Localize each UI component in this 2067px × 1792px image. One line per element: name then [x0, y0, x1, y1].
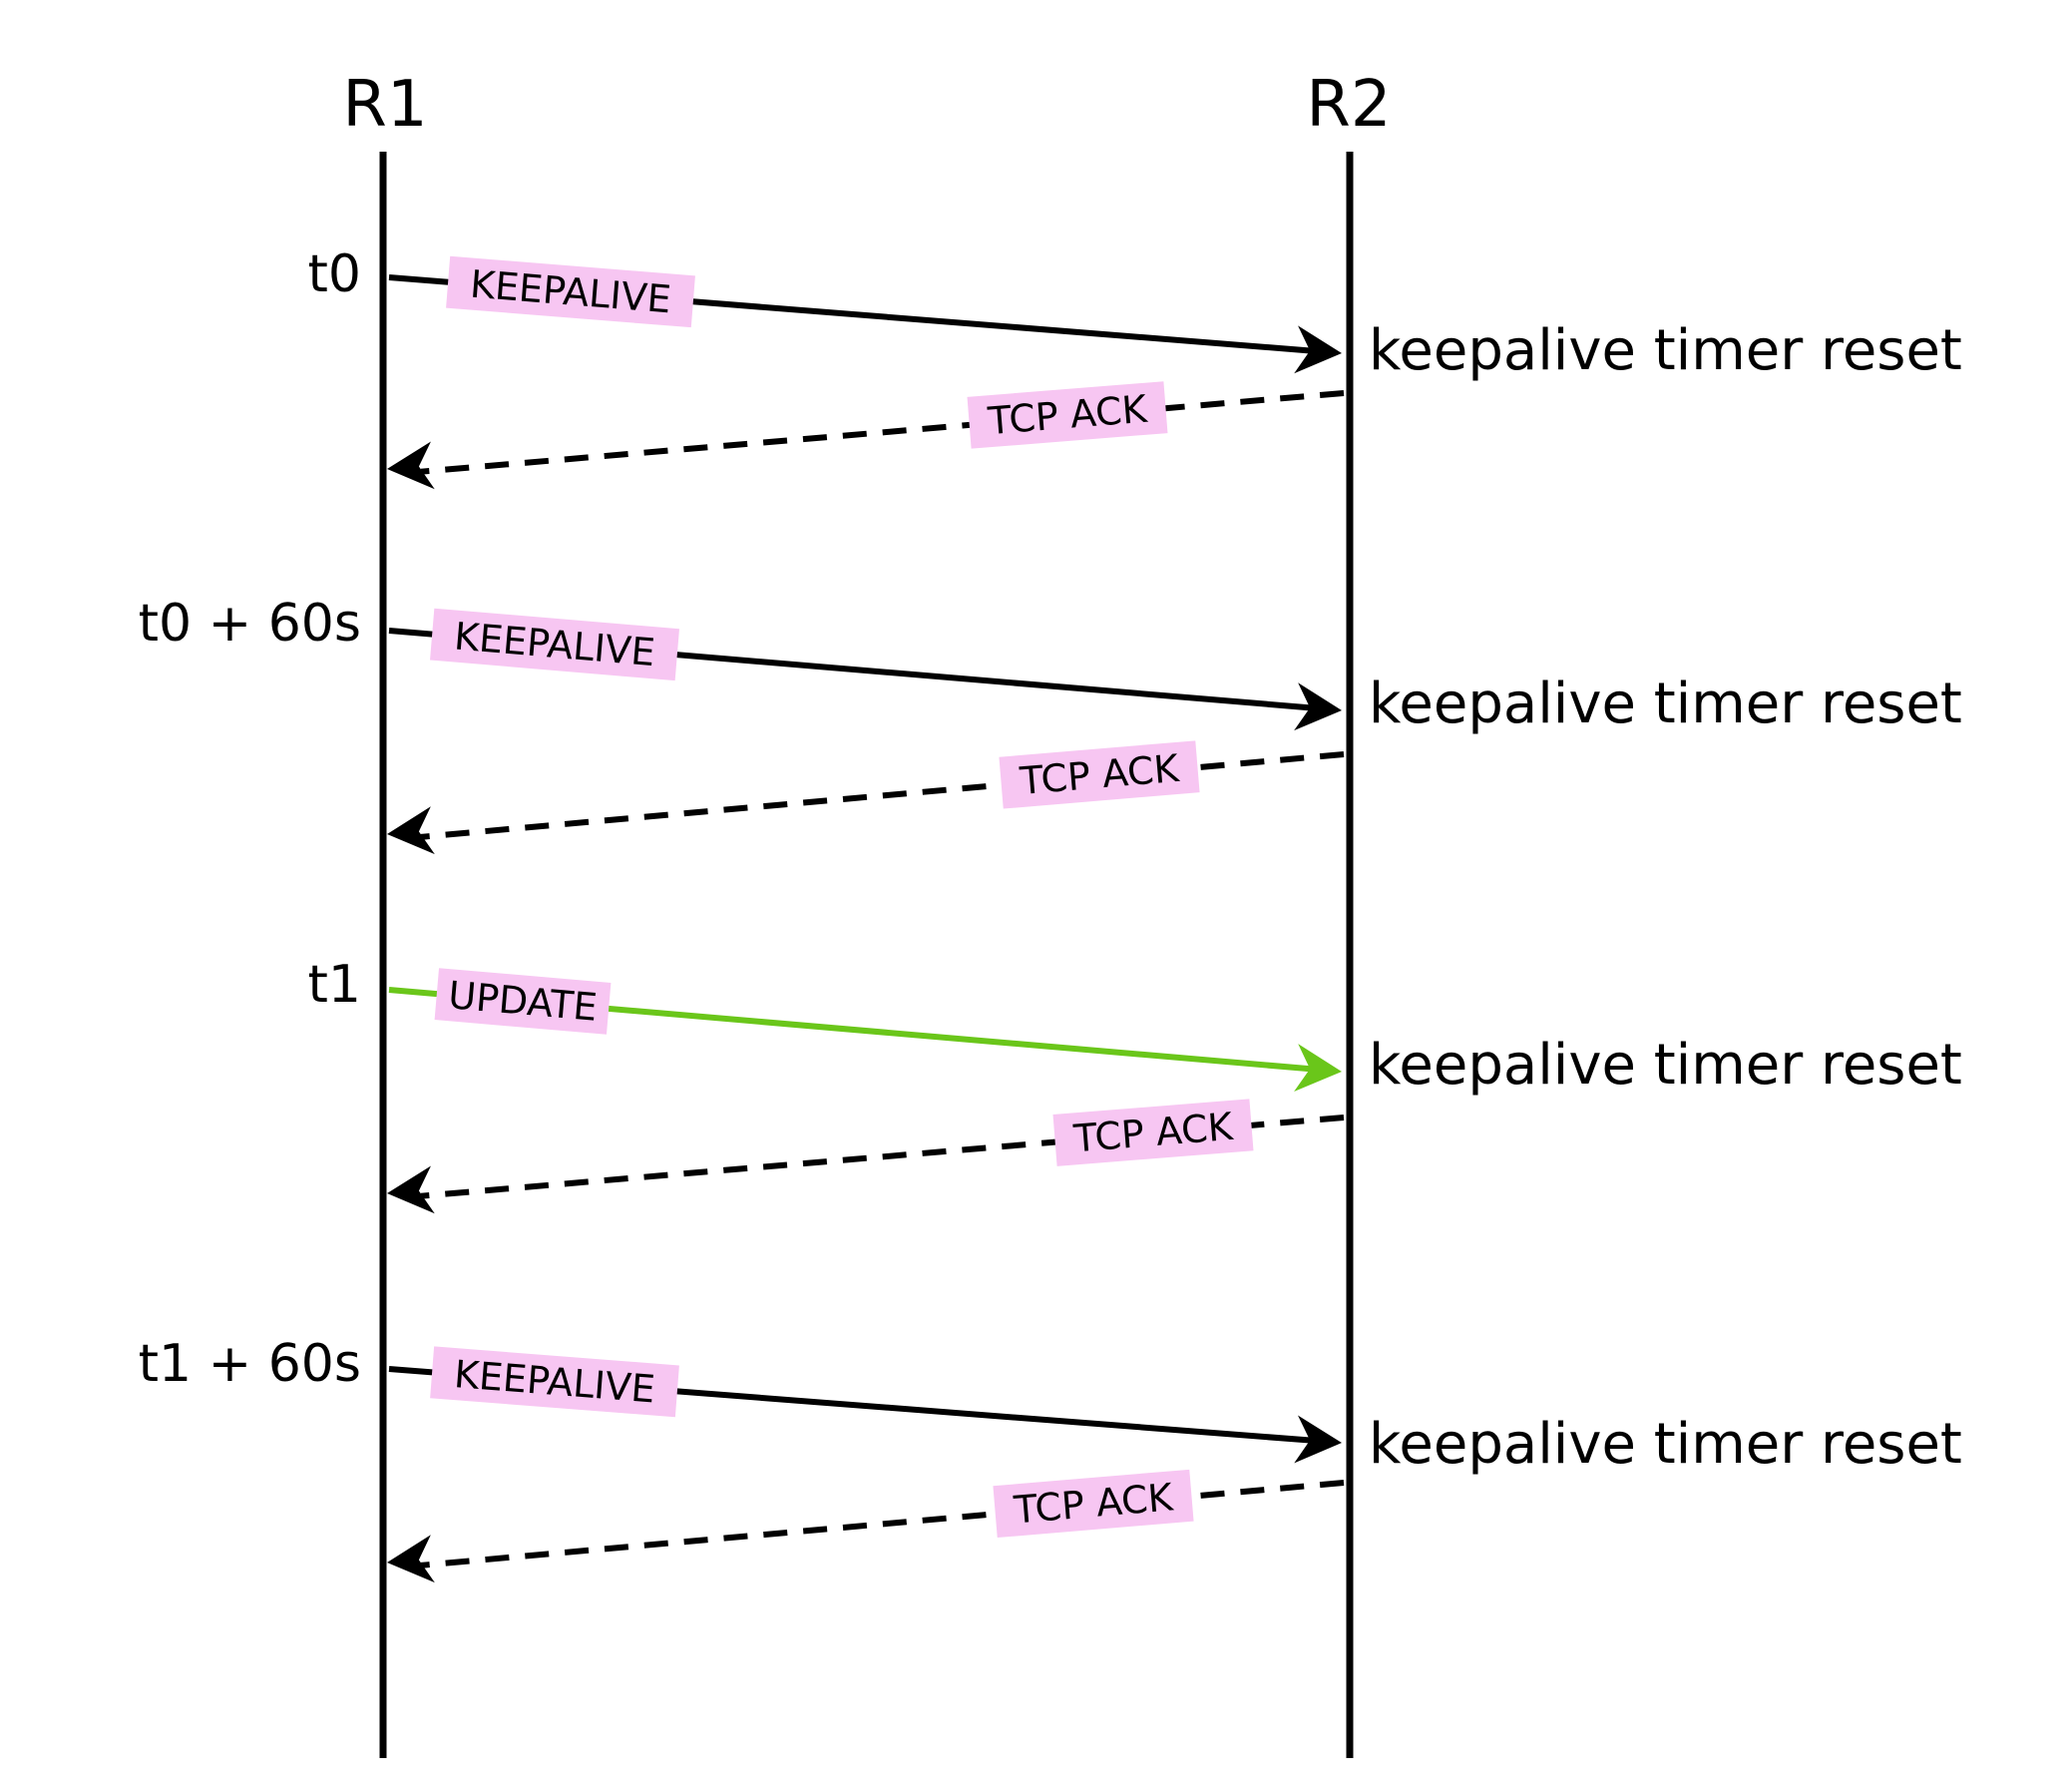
ack-arrowhead-icon	[387, 441, 435, 490]
time-label: t1	[308, 955, 361, 1015]
timer-reset-note: keepalive timer reset	[1369, 672, 1962, 736]
time-label: t0 + 60s	[139, 594, 361, 654]
message-label: KEEPALIVE	[453, 1352, 657, 1411]
node-label-r1: R1	[342, 68, 427, 142]
time-label: t0	[308, 244, 361, 304]
ack-arrow-line	[420, 751, 1345, 840]
send-arrowhead-icon	[1294, 325, 1342, 374]
ack-label-tag: TCP ACK	[967, 381, 1168, 449]
ack-label-tag-bg	[993, 1469, 1194, 1539]
message-label-tag: KEEPALIVE	[430, 608, 679, 681]
ack-label-tag-bg	[967, 381, 1168, 449]
ack-label-tag-bg	[1052, 1099, 1254, 1166]
timer-reset-note: keepalive timer reset	[1369, 1412, 1962, 1477]
message-label-tag-bg	[430, 1346, 679, 1418]
node-label-r2: R2	[1306, 68, 1391, 142]
message-label-tag-bg	[434, 968, 612, 1035]
send-arrowhead-icon	[1294, 1415, 1342, 1464]
ack-arrow-line	[420, 390, 1345, 475]
message-label-tag: KEEPALIVE	[430, 1346, 679, 1418]
ack-label-tag: TCP ACK	[999, 740, 1200, 809]
ack-arrowhead-icon	[387, 1165, 435, 1214]
ack-label-tag: TCP ACK	[1052, 1099, 1254, 1166]
ack-arrow-line	[420, 1115, 1345, 1199]
message-label-tag: UPDATE	[434, 968, 612, 1035]
timer-reset-note: keepalive timer reset	[1369, 318, 1962, 383]
message-label-tag-bg	[446, 255, 695, 328]
send-arrowhead-icon	[1294, 682, 1342, 731]
ack-label-tag: TCP ACK	[993, 1469, 1194, 1539]
time-label: t1 + 60s	[139, 1334, 361, 1394]
ack-arrowhead-icon	[387, 1535, 435, 1583]
send-arrowhead-icon	[1294, 1044, 1342, 1092]
ack-label-tag-bg	[999, 740, 1200, 809]
message-label-tag-bg	[430, 608, 679, 681]
ack-arrowhead-icon	[387, 806, 435, 855]
timer-reset-note: keepalive timer reset	[1369, 1033, 1962, 1098]
message-label: KEEPALIVE	[453, 615, 657, 675]
message-label: KEEPALIVE	[469, 262, 673, 322]
ack-arrow-line	[420, 1480, 1345, 1568]
message-label-tag: KEEPALIVE	[446, 255, 695, 328]
